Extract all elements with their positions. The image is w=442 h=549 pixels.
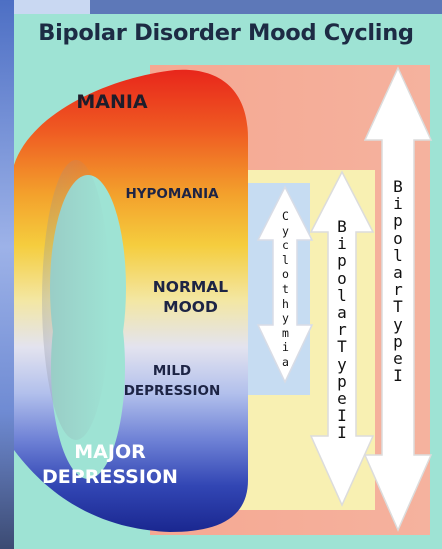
normal-mood-label: NORMAL MOOD [138, 277, 243, 317]
bipolar-type1-label: Bipolar Type I [390, 178, 406, 384]
major-depression-label: MAJOR DEPRESSION [30, 440, 190, 491]
bipolar-type2-label: Bipolar Type II [334, 218, 350, 442]
hypomania-label: HYPOMANIA [112, 187, 232, 202]
diagram-title: Bipolar Disorder Mood Cycling [14, 20, 438, 46]
cyclothymia-label: Cyclothymia [280, 209, 291, 370]
ring-hole-shadow [42, 160, 110, 440]
mania-label: MANIA [62, 92, 162, 113]
mild-depression-label: MILD DEPRESSION [112, 362, 232, 401]
